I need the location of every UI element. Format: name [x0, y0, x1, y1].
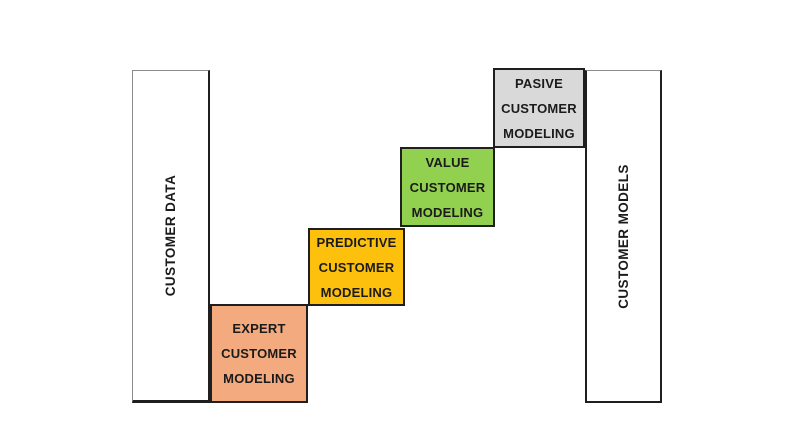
step-line: MODELING — [411, 204, 484, 220]
step-expert-customer-modeling: EXPERT CUSTOMER MODELING — [210, 304, 308, 403]
step-line: MODELING — [223, 371, 295, 386]
step-line: MODELING — [320, 284, 393, 300]
customer-data-bar: CUSTOMER DATA — [132, 70, 210, 403]
step-value-customer-modeling: VALUE CUSTOMER MODELING — [400, 147, 495, 227]
step-pasive-customer-modeling: PASIVE CUSTOMER MODELING — [493, 68, 585, 148]
step-line: CUSTOMER — [318, 259, 395, 275]
step-line: CUSTOMER — [409, 179, 486, 195]
step-line: PREDICTIVE — [316, 234, 397, 250]
customer-models-label: CUSTOMER MODELS — [616, 163, 632, 309]
step-line: EXPERT — [232, 321, 286, 336]
customer-data-label: CUSTOMER DATA — [163, 174, 179, 297]
step-line: MODELING — [503, 125, 575, 141]
step-line: CUSTOMER — [501, 100, 577, 116]
customer-models-bar: CUSTOMER MODELS — [585, 70, 662, 403]
step-predictive-customer-modeling: PREDICTIVE CUSTOMER MODELING — [308, 228, 405, 306]
step-line: CUSTOMER — [221, 346, 297, 361]
step-line: PASIVE — [515, 75, 563, 91]
step-line: VALUE — [425, 154, 470, 170]
